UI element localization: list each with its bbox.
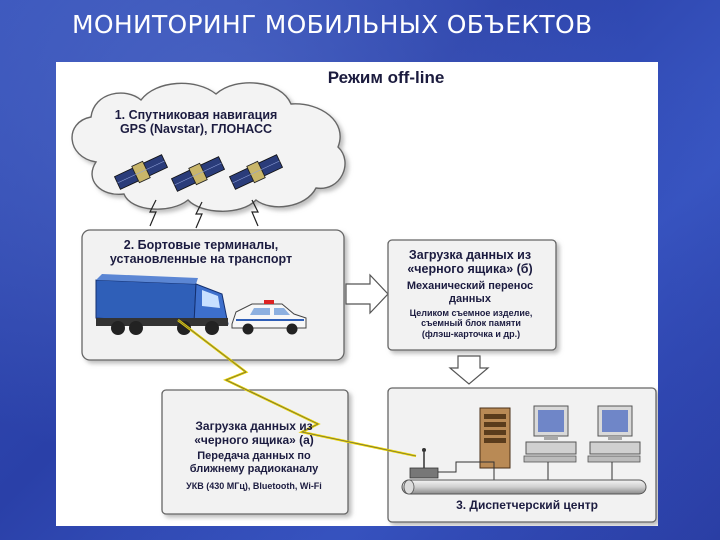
- satellite-icon: [170, 156, 226, 192]
- black-box-b-box: [387, 239, 557, 351]
- computer-icon: [587, 405, 641, 463]
- satellite-icon: [113, 154, 169, 190]
- satellite-label: 1. Спутниковая навигация GPS (Navstar), …: [86, 108, 306, 137]
- diagram-canvas: [71, 82, 657, 523]
- black-box-a-line1: Загрузка данных из: [195, 419, 313, 433]
- black-box-b-note: Целиком съемное изделие, съемный блок па…: [390, 308, 552, 339]
- arrow-right: [345, 273, 389, 315]
- black-box-a-title: Загрузка данных из «черного ящика» (а): [164, 419, 344, 448]
- radio-link: [177, 319, 417, 458]
- arrow-down: [448, 355, 490, 385]
- black-box-b-subtitle: Механический перенос данных: [390, 280, 550, 305]
- black-box-b-note3: (флэш-карточка и др.): [421, 328, 521, 339]
- black-box-a-note: УКВ (430 МГц), Bluetooth, Wi-Fi: [164, 481, 344, 491]
- satellite-label-line2: GPS (Navstar), ГЛОНАСС: [119, 122, 273, 137]
- black-box-a-sub2: ближнему радиоканалу: [189, 462, 319, 475]
- satellite-label-line1: 1. Спутниковая навигация: [114, 108, 278, 122]
- network-cables: [438, 461, 613, 482]
- black-box-a-line2: «черного ящика» (а): [194, 432, 314, 447]
- satellite-icon: [228, 154, 284, 190]
- black-box-a-subtitle: Передача данных по ближнему радиоканалу: [164, 450, 344, 475]
- slide-title: МОНИТОРИНГ МОБИЛЬНЫХ ОБЪЕКТОВ: [72, 10, 593, 39]
- black-box-b-title: Загрузка данных из «черного ящика» (б): [390, 248, 550, 277]
- mode-label: Режим off-line: [327, 68, 445, 87]
- signal-lines: [149, 199, 259, 229]
- truck-icon: [95, 274, 229, 335]
- antenna-icon: [409, 448, 439, 479]
- terminals-label-line2: установленные на транспорт: [109, 252, 293, 267]
- black-box-b-note1: Целиком съемное изделие,: [409, 308, 533, 318]
- computer-icon: [523, 405, 577, 463]
- diagram-panel: Режим off-line 1. Спутниковая навигация …: [56, 62, 658, 526]
- terminals-label-line1: 2. Бортовые терминалы,: [123, 238, 279, 252]
- black-box-b-note2: съемный блок памяти: [421, 318, 521, 329]
- black-box-a-sub1: Передача данных по: [197, 450, 311, 462]
- car-icon: [231, 300, 307, 335]
- black-box-b-sub1: Механический перенос: [406, 280, 534, 292]
- network-bus: [401, 479, 647, 495]
- black-box-a-note1: УКВ (430 МГц), Bluetooth, Wi-Fi: [186, 481, 322, 491]
- black-box-b-sub2: данных: [449, 292, 491, 305]
- black-box-a-box: [161, 389, 349, 515]
- satellite-cloud: [71, 82, 346, 212]
- black-box-b-line1: Загрузка данных из: [408, 248, 532, 262]
- terminals-label: 2. Бортовые терминалы, установленные на …: [86, 238, 316, 267]
- server-icon: [479, 407, 511, 469]
- dispatch-center-label: 3. Диспетчерский центр: [456, 498, 598, 512]
- black-box-b-line2: «черного ящика» (б): [407, 262, 533, 277]
